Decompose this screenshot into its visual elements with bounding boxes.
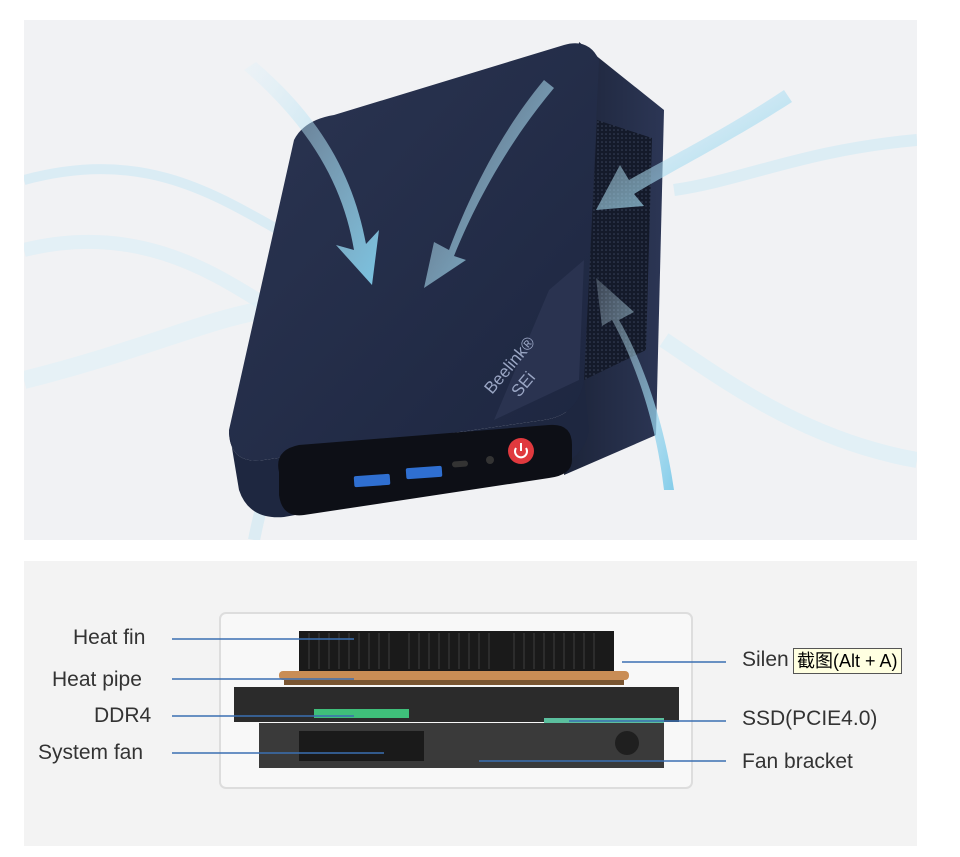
label-fan-bracket: Fan bracket <box>742 750 853 773</box>
airflow-arrows <box>244 62 792 490</box>
arrow-icon <box>596 90 792 210</box>
label-silent: Silen <box>742 648 789 671</box>
fan-blades <box>299 731 424 761</box>
product-photo: Beelink® SEi <box>24 20 917 540</box>
airflow-wisp <box>673 134 917 196</box>
airflow-wisp <box>659 333 917 468</box>
usb-port-1 <box>353 473 391 488</box>
cutaway-illustration <box>172 612 726 789</box>
ddr4-module <box>314 709 409 718</box>
power-icon <box>514 443 528 459</box>
heat-pipe <box>279 671 629 680</box>
arrow-icon <box>596 278 674 490</box>
audio-jack <box>486 456 494 464</box>
screenshot-tooltip: 截图(Alt + A) <box>793 648 902 674</box>
fin-lines <box>308 633 595 669</box>
arrow-icon <box>244 62 379 285</box>
fan-hub <box>615 731 639 755</box>
usbc-port <box>452 460 468 468</box>
heat-pipe-shadow <box>284 680 624 685</box>
internal-structure-diagram <box>24 561 917 846</box>
label-heat-fin: Heat fin <box>73 626 146 649</box>
ssd-module <box>544 718 664 726</box>
brand-corner <box>494 260 584 420</box>
usb-port-2 <box>405 465 443 480</box>
label-ssd: SSD(PCIE4.0) <box>742 707 878 730</box>
label-heat-pipe: Heat pipe <box>52 668 142 691</box>
heat-fin <box>299 631 614 671</box>
label-system-fan: System fan <box>38 741 144 764</box>
airflow-wisp <box>24 301 266 389</box>
arrow-icon <box>424 80 554 288</box>
leader-lines <box>172 638 726 762</box>
mini-pc-illustration: Beelink® SEi <box>24 42 917 540</box>
label-ddr4: DDR4 <box>94 704 152 727</box>
airflow-wisp <box>24 234 278 317</box>
